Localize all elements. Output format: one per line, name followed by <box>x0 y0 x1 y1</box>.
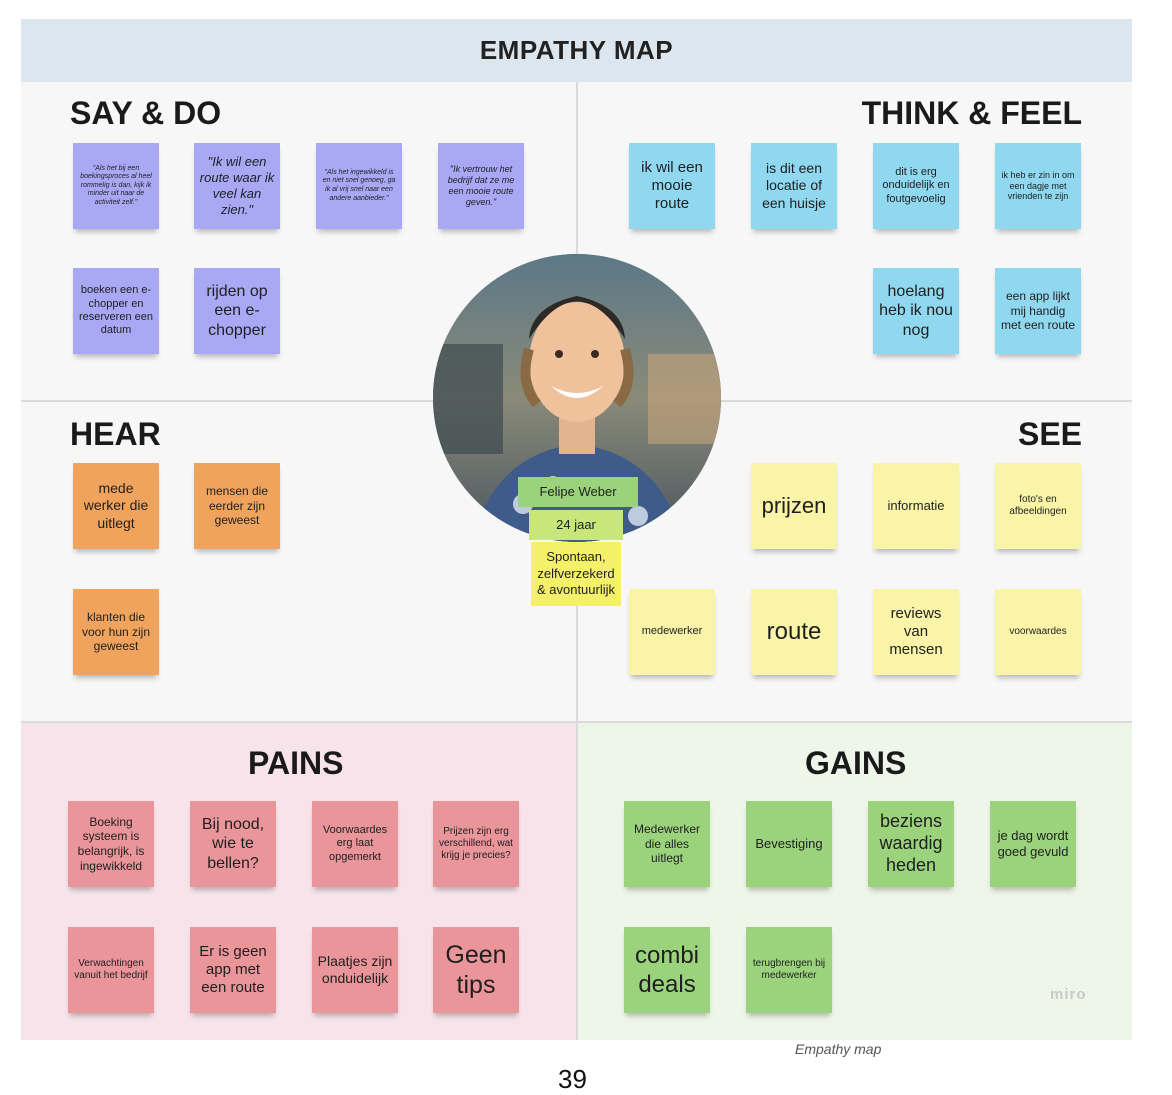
sticky-note[interactable]: beziens waardig heden <box>868 801 954 887</box>
map-title: EMPATHY MAP <box>21 19 1132 82</box>
quadrant-divider-horizontal-2 <box>21 721 1132 723</box>
persona-age: 24 jaar <box>529 510 623 540</box>
sticky-note[interactable]: medewerker <box>629 589 715 675</box>
sticky-note[interactable]: Er is geen app met een route <box>190 927 276 1013</box>
page-number: 39 <box>558 1064 587 1094</box>
sticky-note[interactable]: "Als het bij een boekingsproces al heel … <box>73 143 159 229</box>
sticky-note[interactable]: is dit een locatie of een huisje <box>751 143 837 229</box>
sticky-note[interactable]: "Ik wil een route waar ik veel kan zien.… <box>194 143 280 229</box>
sticky-note[interactable]: boeken een e-chopper en reserveren een d… <box>73 268 159 354</box>
persona-name: Felipe Weber <box>518 477 638 507</box>
section-say-do: SAY & DO <box>70 95 222 131</box>
sticky-note[interactable]: Verwachtingen vanuit het bedrijf <box>68 927 154 1013</box>
sticky-note[interactable]: Prijzen zijn erg verschillend, wat krijg… <box>433 801 519 887</box>
persona-traits: Spontaan, zelfverzekerd & avontuurlijk <box>531 542 621 606</box>
sticky-note[interactable]: Boeking systeem is belangrijk, is ingewi… <box>68 801 154 887</box>
section-pains: PAINS <box>248 745 344 781</box>
sticky-note[interactable]: Plaatjes zijn onduidelijk <box>312 927 398 1013</box>
sticky-note[interactable]: voorwaardes <box>995 589 1081 675</box>
section-think-feel: THINK & FEEL <box>861 95 1082 131</box>
section-hear: HEAR <box>70 416 161 452</box>
sticky-note[interactable]: prijzen <box>751 463 837 549</box>
sticky-note[interactable]: je dag wordt goed gevuld <box>990 801 1076 887</box>
sticky-note[interactable]: route <box>751 589 837 675</box>
sticky-note[interactable]: foto's en afbeeldingen <box>995 463 1081 549</box>
sticky-note[interactable]: combi deals <box>624 927 710 1013</box>
sticky-note[interactable]: terugbrengen bij medewerker <box>746 927 832 1013</box>
sticky-note[interactable]: Geen tips <box>433 927 519 1013</box>
sticky-note[interactable]: informatie <box>873 463 959 549</box>
miro-watermark: miro <box>1050 986 1087 1003</box>
sticky-note[interactable]: klanten die voor hun zijn geweest <box>73 589 159 675</box>
empathy-map-board: EMPATHY MAP SAY & DO THINK & FEEL HEAR S… <box>21 19 1132 1040</box>
sticky-note[interactable]: "Als het ingewikkeld is en niet snel gen… <box>316 143 402 229</box>
section-gains: GAINS <box>805 745 907 781</box>
sticky-note[interactable]: reviews van mensen <box>873 589 959 675</box>
sticky-note[interactable]: ik heb er zin in om een dagje met vriend… <box>995 143 1081 229</box>
sticky-note[interactable]: "Ik vertrouw het bedrijf dat ze me een m… <box>438 143 524 229</box>
sticky-note[interactable]: Voorwaardes erg laat opgemerkt <box>312 801 398 887</box>
section-see: SEE <box>1017 416 1082 452</box>
sticky-note[interactable]: mede werker die uitlegt <box>73 463 159 549</box>
sticky-note[interactable]: een app lijkt mij handig met een route <box>995 268 1081 354</box>
sticky-note[interactable]: Medewerker die alles uitlegt <box>624 801 710 887</box>
sticky-note[interactable]: mensen die eerder zijn geweest <box>194 463 280 549</box>
figure-caption: Empathy map <box>795 1041 882 1057</box>
sticky-note[interactable]: ik wil een mooie route <box>629 143 715 229</box>
sticky-note[interactable]: dit is erg onduidelijk en foutgevoelig <box>873 143 959 229</box>
sticky-note[interactable]: hoelang heb ik nou nog <box>873 268 959 354</box>
sticky-note[interactable]: rijden op een e-chopper <box>194 268 280 354</box>
sticky-note[interactable]: Bevestiging <box>746 801 832 887</box>
sticky-note[interactable]: Bij nood, wie te bellen? <box>190 801 276 887</box>
